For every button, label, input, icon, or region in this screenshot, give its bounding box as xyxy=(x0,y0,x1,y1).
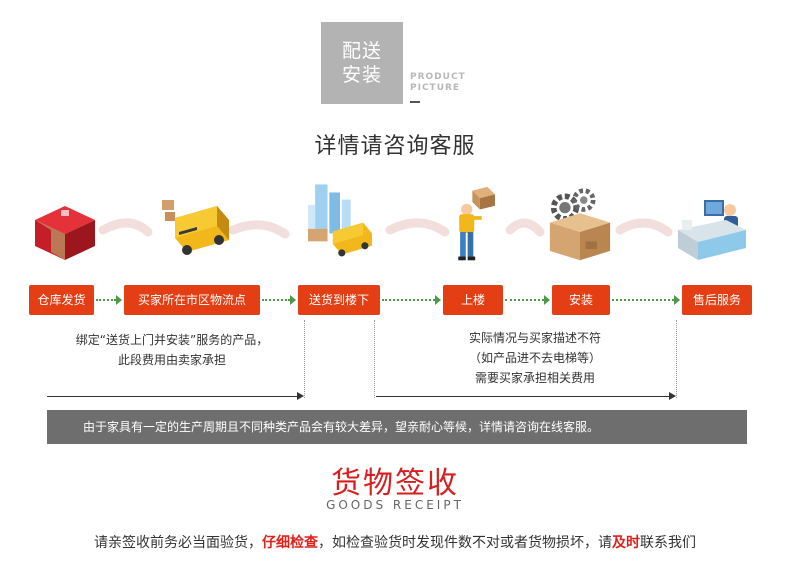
connector-2-arrowhead xyxy=(290,295,296,305)
header-title-line2: 安装 xyxy=(341,64,382,86)
goods-receipt-subtitle: GOODS RECEIPT xyxy=(326,498,464,512)
customer-service-desk-icon xyxy=(678,200,746,260)
notice-highlight-careful-check: 仔细检查 xyxy=(262,535,318,551)
range-divider-right xyxy=(676,320,677,398)
buyer-note-line3: 需要买家承担相关费用 xyxy=(474,371,595,385)
header-dash xyxy=(410,101,420,103)
connector-1-arrowhead xyxy=(116,295,122,305)
curve-arrow-3 xyxy=(385,218,450,237)
goods-receipt-title: 货物签收 xyxy=(331,466,459,501)
city-buildings-truck-icon xyxy=(308,184,372,257)
header-subtitle: PRODUCT PICTURE xyxy=(410,72,466,94)
connector-5 xyxy=(612,299,674,301)
buyer-note-line1: 实际情况与买家描述不符 xyxy=(468,331,601,345)
connector-2 xyxy=(262,299,290,301)
notice-part1: 请亲签收前务必当面验货， xyxy=(94,535,262,551)
step-deliver-downstairs: 送货到楼下 xyxy=(298,285,380,315)
curve-arrow-4 xyxy=(505,218,545,237)
seller-note-line1: 绑定“送货上门并安装”服务的产品， xyxy=(75,333,269,347)
connector-4-arrowhead xyxy=(544,295,550,305)
header-title-line1: 配送 xyxy=(341,40,382,62)
curve-arrow-1 xyxy=(98,218,153,237)
curve-arrow-5 xyxy=(615,218,673,237)
buyer-cost-note: 实际情况与买家描述不符 （如产品进不去电梯等） 需要买家承担相关费用 xyxy=(400,328,670,388)
connector-1 xyxy=(96,299,116,301)
header-title-box: 配送 安装 xyxy=(321,22,403,104)
header-sub-line2: PICTURE xyxy=(410,83,461,93)
range-divider-left xyxy=(304,320,305,398)
buyer-note-line2: （如产品进不去电梯等） xyxy=(468,351,601,365)
step-installation: 安装 xyxy=(552,285,610,315)
notice-part2: ，如检查验货时发现件数不对或者货物损坏，请 xyxy=(318,535,612,551)
seller-range-arrowhead xyxy=(297,392,304,400)
buyer-range-line xyxy=(376,396,669,397)
buyer-range-arrowhead xyxy=(669,392,676,400)
range-divider-mid xyxy=(374,320,375,398)
connector-5-arrowhead xyxy=(674,295,680,305)
production-cycle-banner: 由于家具有一定的生产周期且不同种类产品会有较大差异，望亲耐心等候，详情请咨询在线… xyxy=(47,410,747,444)
flow-curves xyxy=(98,218,673,239)
porter-carrying-box-icon xyxy=(458,186,495,261)
step-after-sales: 售后服务 xyxy=(682,285,752,315)
step-warehouse-shipment: 仓库发货 xyxy=(29,285,94,315)
step-upstairs: 上楼 xyxy=(443,285,503,315)
connector-3 xyxy=(382,299,435,301)
seller-cost-note: 绑定“送货上门并安装”服务的产品， 此段费用由卖家承担 xyxy=(47,330,297,370)
seller-range-line xyxy=(47,396,297,397)
notice-part3: 联系我们 xyxy=(640,535,696,551)
notice-highlight-promptly: 及时 xyxy=(612,535,640,551)
inspection-notice: 请亲签收前务必当面验货，仔细检查，如检查验货时发现件数不对或者货物损坏，请及时联… xyxy=(0,532,790,552)
delivery-truck-icon xyxy=(162,200,229,255)
seller-note-line2: 此段费用由卖家承担 xyxy=(117,353,226,367)
step-local-logistics-point: 买家所在市区物流点 xyxy=(124,285,260,315)
connector-4 xyxy=(505,299,544,301)
gears-box-icon xyxy=(549,188,611,261)
consult-heading: 详情请咨询客服 xyxy=(314,134,476,159)
curve-arrow-2 xyxy=(228,220,290,239)
red-box-icon xyxy=(35,206,95,260)
header-sub-line1: PRODUCT xyxy=(410,72,466,82)
connector-3-arrowhead xyxy=(435,295,441,305)
